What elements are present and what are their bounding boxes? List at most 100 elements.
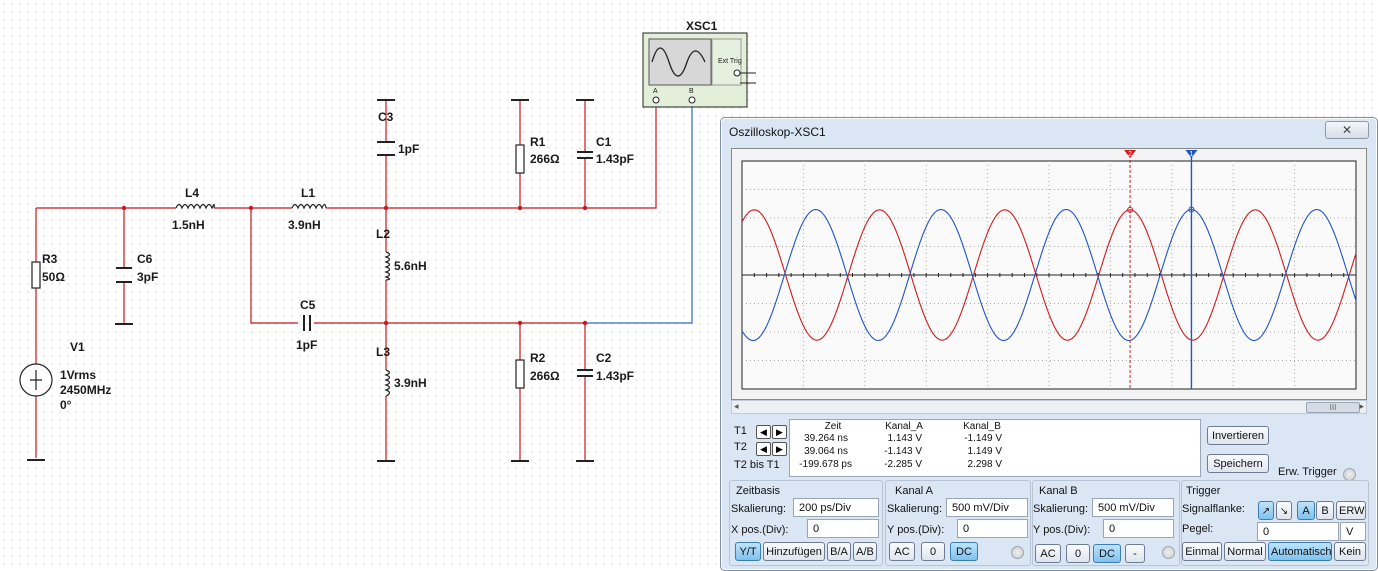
component-value-v1-phase: 0°: [60, 398, 72, 412]
timebase-title: Zeitbasis: [736, 485, 781, 497]
component-ref-l2[interactable]: L2: [376, 227, 391, 241]
channel-b-title: Kanal B: [1039, 485, 1078, 497]
trigger-edge-label: Signalflanke:: [1182, 503, 1245, 515]
close-button[interactable]: ✕: [1325, 121, 1369, 139]
component-ref-c3[interactable]: C3: [378, 110, 394, 124]
cursor-diff-label: T2 bis T1: [734, 459, 780, 471]
ground-symbols: [27, 99, 594, 462]
readout-header-ch-a: Kanal_A: [885, 421, 923, 432]
channel-a-ac-button[interactable]: AC: [889, 542, 915, 561]
t1-right-button[interactable]: ▶: [772, 425, 787, 439]
add-mode-button[interactable]: Hinzufügen: [763, 542, 825, 561]
component-ref-c2[interactable]: C2: [596, 351, 612, 365]
timebase-scale-field[interactable]: 200 ps/Div: [793, 498, 879, 517]
component-ref-r2[interactable]: R2: [530, 351, 546, 365]
component-ref-r1[interactable]: R1: [530, 135, 546, 149]
trigger-level-field[interactable]: 0: [1257, 522, 1339, 541]
trigger-single-button[interactable]: Einmal: [1182, 542, 1222, 561]
component-ref-l4[interactable]: L4: [185, 186, 200, 200]
channel-b-ac-button[interactable]: AC: [1035, 544, 1061, 563]
channel-a-ypos-field[interactable]: 0: [957, 519, 1028, 538]
channel-a-dc-button[interactable]: DC: [950, 542, 978, 561]
trigger-auto-button[interactable]: Automatisch: [1268, 542, 1332, 561]
channel-a-scale-label: Skalierung:: [887, 503, 943, 515]
component-ref-c6[interactable]: C6: [137, 252, 153, 266]
scroll-thumb[interactable]: III: [1306, 402, 1360, 413]
timebase-xpos-field[interactable]: 0: [807, 519, 879, 538]
rising-edge-button[interactable]: ↗: [1258, 501, 1274, 520]
t2-left-button[interactable]: ◀: [756, 442, 771, 456]
channel-b-ypos-field[interactable]: 0: [1103, 519, 1174, 538]
timebase-xpos-label: X pos.(Div):: [731, 524, 789, 536]
channel-b-dc-button[interactable]: DC: [1093, 544, 1121, 563]
component-ref-c5[interactable]: C5: [300, 298, 316, 312]
inductor-symbols: [175, 203, 391, 397]
save-button[interactable]: Speichern: [1207, 454, 1269, 473]
trigger-level-label: Pegel:: [1182, 523, 1214, 535]
trigger-source-ext-button[interactable]: ERW: [1336, 501, 1366, 520]
cursor-handle: [1185, 150, 1198, 158]
channel-b-ypos-label: Y pos.(Div):: [1033, 524, 1091, 536]
component-value-v1-amp: 1Vrms: [60, 368, 97, 382]
component-ref-l1[interactable]: L1: [301, 186, 316, 200]
component-value-c2: 1.43pF: [596, 369, 635, 383]
channel-a-scale-field[interactable]: 500 mV/Div: [946, 498, 1028, 517]
component-value-v1-freq: 2450MHz: [60, 383, 112, 397]
readout-cell: -199.678 ps: [799, 459, 852, 470]
instrument-ext-trig-label: Ext Trig: [718, 58, 742, 65]
component-ref-l3[interactable]: L3: [376, 345, 391, 359]
ab-mode-button[interactable]: A/B: [853, 542, 877, 561]
channel-a-group: [885, 480, 1031, 566]
junction-dots: [121, 205, 588, 326]
channel-b-net: [585, 106, 693, 324]
t2-right-button[interactable]: ▶: [772, 442, 787, 456]
channel-b-zero-button[interactable]: 0: [1066, 544, 1090, 563]
channel-b-radio[interactable]: [1162, 546, 1175, 559]
trigger-level-unit[interactable]: V: [1340, 522, 1366, 541]
falling-edge-button[interactable]: ↘: [1276, 501, 1292, 520]
readout-cell: 1.143 V: [887, 433, 922, 444]
trigger-source-b-button[interactable]: B: [1316, 501, 1334, 520]
invert-button[interactable]: Invertieren: [1207, 426, 1269, 445]
trace-kanal_a: [741, 209, 1357, 341]
trigger-normal-button[interactable]: Normal: [1224, 542, 1266, 561]
ba-mode-button[interactable]: B/A: [827, 542, 851, 561]
component-value-c3: 1pF: [398, 142, 420, 156]
voltage-source-symbol: [19, 363, 53, 397]
component-ref-r3[interactable]: R3: [42, 252, 58, 266]
channel-a-title: Kanal A: [895, 485, 933, 497]
cursor-marker: [1188, 206, 1195, 213]
readout-cell: 39.064 ns: [804, 446, 848, 457]
t1-left-button[interactable]: ◀: [756, 425, 771, 439]
channel-b-scale-field[interactable]: 500 mV/Div: [1092, 498, 1174, 517]
channel-b-minus-button[interactable]: -: [1125, 544, 1145, 563]
channel-a-zero-button[interactable]: 0: [921, 542, 945, 561]
cursor-readout-table: Zeit Kanal_A Kanal_B 39.264 ns 1.143 V -…: [789, 419, 1201, 477]
component-value-r3: 50Ω: [42, 270, 65, 284]
readout-cell: -1.149 V: [964, 433, 1002, 444]
trigger-none-button[interactable]: Kein: [1334, 542, 1366, 561]
component-value-c5: 1pF: [296, 338, 318, 352]
readout-header-ch-b: Kanal_B: [963, 421, 1001, 432]
scroll-right-icon[interactable]: ▸: [1359, 401, 1364, 411]
oscilloscope-instrument-icon[interactable]: [642, 32, 756, 108]
instrument-label: XSC1: [686, 19, 718, 33]
readout-cell: 1.149 V: [967, 446, 1002, 457]
horizontal-scrollbar[interactable]: ◂ III ▸: [731, 400, 1367, 414]
component-value-l3: 3.9nH: [394, 376, 427, 390]
cursor-t2-label: T2: [734, 441, 747, 453]
component-ref-c1[interactable]: C1: [596, 135, 612, 149]
cursor-marker: [1127, 206, 1134, 213]
readout-header-time: Zeit: [824, 421, 842, 432]
channel-a-radio[interactable]: [1011, 546, 1024, 559]
trigger-title: Trigger: [1186, 485, 1221, 497]
cursor-number: 1: [1189, 151, 1193, 158]
yt-mode-button[interactable]: Y/T: [735, 542, 761, 561]
component-ref-v1[interactable]: V1: [70, 340, 85, 354]
scroll-left-icon[interactable]: ◂: [734, 401, 739, 411]
trigger-source-a-button[interactable]: A: [1297, 501, 1315, 520]
channel-b-scale-label: Skalierung:: [1033, 503, 1089, 515]
